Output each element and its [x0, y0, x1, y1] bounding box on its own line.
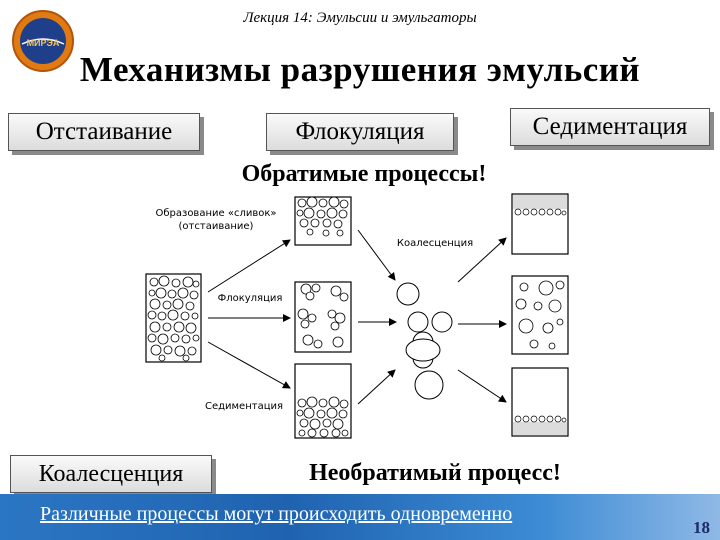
- sedimentation-box: Седиментация: [510, 108, 710, 146]
- creaming-box: [294, 196, 352, 246]
- lecture-header: Лекция 14: Эмульсии и эмульгаторы: [243, 10, 477, 26]
- flocculation-diagram-label: Флокуляция: [218, 293, 283, 304]
- settling-box: Отстаивание: [8, 113, 200, 151]
- sedimentation-state-box: [294, 363, 352, 439]
- page-title: Механизмы разрушения эмульсий: [79, 50, 641, 89]
- coalesced-drops-box: [511, 275, 569, 355]
- creaming-sublabel: (отстаивание): [179, 221, 254, 232]
- coalescence-diagram-label: Коалесценция: [397, 238, 473, 249]
- footer-bar: [0, 494, 720, 540]
- separated-bottom-box: [511, 367, 569, 437]
- flocculation-box: Флокуляция: [266, 113, 454, 151]
- mirea-logo: МИРЭА: [12, 10, 74, 72]
- creaming-label: Образование «сливок»: [155, 208, 276, 219]
- page-number: 18: [693, 518, 710, 537]
- process-arrows: [207, 229, 507, 405]
- flocculation-state-box: [294, 281, 352, 353]
- logo-text: МИРЭА: [27, 38, 60, 48]
- sedimentation-diagram-label: Седиментация: [205, 401, 283, 412]
- footer-note: Различные процессы могут происходить одн…: [40, 503, 513, 525]
- reversible-processes-label: Обратимые процессы!: [220, 157, 508, 191]
- coalescence-box: Коалесценция: [10, 455, 212, 493]
- initial-emulsion-box: [145, 273, 202, 363]
- coalescence-drops: [396, 282, 453, 400]
- emulsion-breakdown-diagram: Образование «сливок» (отстаивание) Флоку…: [145, 193, 569, 439]
- separated-top-box: [511, 193, 569, 255]
- irreversible-process-label: Необратимый процесс!: [285, 455, 585, 491]
